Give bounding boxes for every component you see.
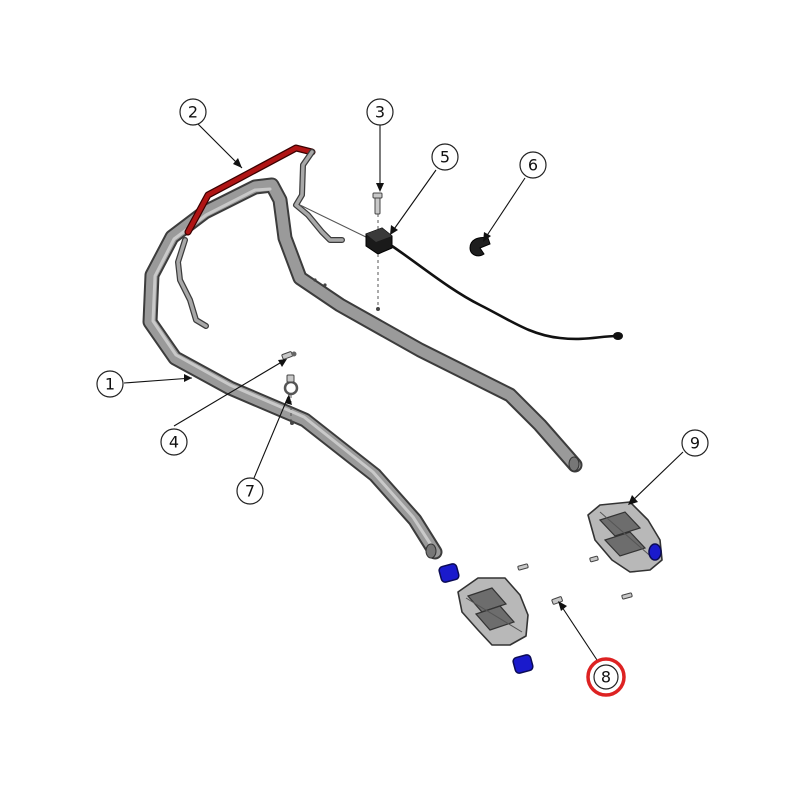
- part-2-bail-bar: [175, 144, 345, 329]
- callout-3-label: 3: [375, 103, 385, 122]
- handle-tube-end-left: [425, 543, 437, 559]
- callout-7-label: 7: [245, 482, 255, 501]
- callout-5[interactable]: 5: [431, 143, 459, 171]
- callout-4-label: 4: [169, 433, 179, 452]
- callout-7[interactable]: 7: [236, 477, 264, 505]
- callout-1[interactable]: 1: [96, 370, 124, 398]
- part-9-right-bracket: [587, 501, 663, 600]
- callout-9[interactable]: 9: [681, 429, 709, 457]
- leader-lines: [123, 123, 684, 661]
- part-3-screw: [372, 192, 383, 230]
- bolt-left-upper: [517, 563, 529, 571]
- part-8-bolt: [551, 596, 563, 605]
- part-1-handle-tube: [142, 177, 583, 560]
- callout-2-label: 2: [188, 103, 198, 122]
- bushing-upper: [438, 563, 460, 583]
- handle-tube-end-right: [568, 456, 580, 472]
- callout-3[interactable]: 3: [366, 98, 394, 126]
- callout-6-label: 6: [528, 156, 538, 175]
- part-4-pin: [281, 351, 297, 360]
- part-6-clip: [469, 237, 491, 257]
- callout-6[interactable]: 6: [519, 151, 547, 179]
- part-5-control-box: [299, 204, 623, 341]
- callout-5-label: 5: [440, 148, 450, 167]
- left-bracket-assembly: [438, 563, 563, 674]
- callout-8[interactable]: 8: [586, 657, 626, 697]
- bolt-right-upper: [589, 555, 599, 563]
- part-7-eye-bolt: [283, 374, 299, 420]
- callout-2[interactable]: 2: [179, 98, 207, 126]
- callout-8-highlight-ring: [586, 657, 626, 697]
- callout-8-label: 8: [601, 668, 611, 687]
- callout-4[interactable]: 4: [160, 428, 188, 456]
- callout-1-label: 1: [105, 375, 115, 394]
- bolt-right-lower: [621, 592, 633, 600]
- callout-9-label: 9: [690, 434, 700, 453]
- bushing-lower: [512, 654, 534, 674]
